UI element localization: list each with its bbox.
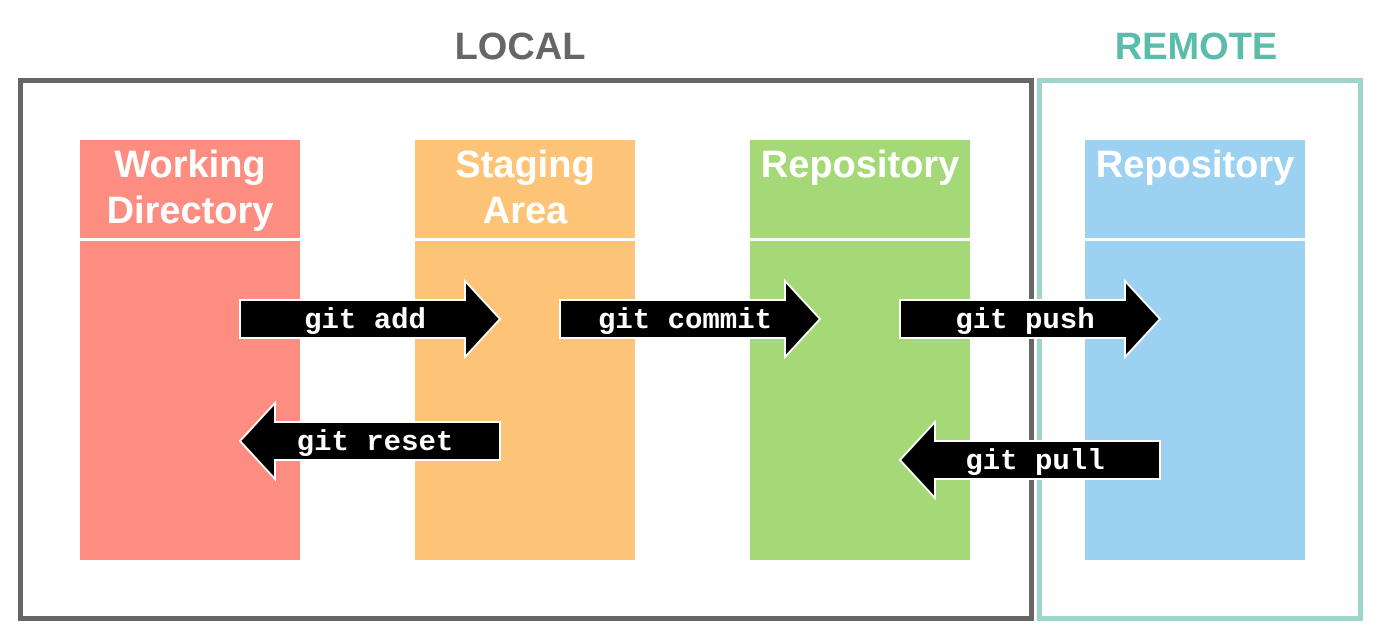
arrow-right-shape xyxy=(899,278,1162,360)
git-reset-arrow: git reset xyxy=(238,400,501,482)
arrow-right-shape xyxy=(559,278,822,360)
remote-repository-column: Repository xyxy=(1085,140,1305,560)
staging-area-title: Staging Area xyxy=(455,144,595,232)
git-commit-arrow: git commit xyxy=(559,278,822,360)
local-frame xyxy=(18,78,1034,621)
git-add-arrow: git add xyxy=(239,278,502,360)
git-pull-arrow: git pull xyxy=(898,419,1161,501)
arrow-left-shape xyxy=(238,400,501,482)
git-push-label: git push xyxy=(955,304,1094,337)
column-divider xyxy=(80,238,300,241)
arrow-right-shape xyxy=(239,278,502,360)
column-divider xyxy=(1085,238,1305,241)
git-add-label: git add xyxy=(304,304,426,337)
working-directory-title: Working Directory xyxy=(106,144,274,232)
arrow-left-shape xyxy=(898,419,1161,501)
local-section-label: LOCAL xyxy=(454,26,586,68)
git-push-arrow: git push xyxy=(899,278,1162,360)
column-divider xyxy=(750,238,970,241)
remote-section-label: REMOTE xyxy=(1114,26,1278,68)
working-directory-column: Working Directory xyxy=(80,140,300,560)
remote-repository-title: Repository xyxy=(1095,144,1295,186)
local-repository-title: Repository xyxy=(760,144,960,186)
git-commit-label: git commit xyxy=(598,304,772,337)
git-pull-label: git pull xyxy=(965,445,1104,478)
remote-frame xyxy=(1037,78,1363,621)
staging-area-column: Staging Area xyxy=(415,140,635,560)
column-divider xyxy=(415,238,635,241)
git-reset-label: git reset xyxy=(297,426,454,459)
